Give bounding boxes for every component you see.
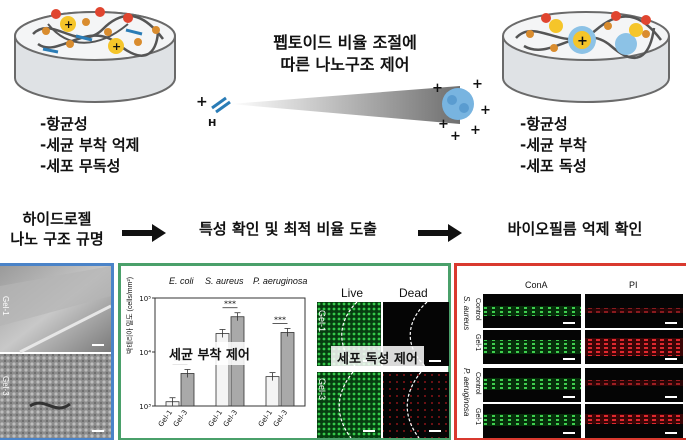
svg-text:+: + [438, 117, 449, 132]
legend-ecoli: E. coli [169, 276, 194, 286]
x-tick-label: Gel-1 [257, 409, 274, 429]
biofilm-group-saureus: S. aureus [462, 296, 471, 331]
sem-label-top: Gel-1 [1, 296, 10, 316]
biofilm-row-3: Control [474, 372, 481, 395]
live-dead-row2: Gel-3 [317, 378, 327, 401]
left-prop-3: -세포 무독성 [40, 157, 121, 175]
biofilm-group-paeruginosa: P. aeruginosa [462, 368, 471, 417]
chart-ylabel: 박테리아 밀도 (cells/mm²) [127, 276, 134, 354]
step1-label: 하이드로젤 나노 구조 규명 [0, 209, 120, 249]
svg-text:H: H [208, 118, 216, 129]
bar [265, 376, 280, 407]
right-prop-1: -항균성 [520, 115, 568, 133]
svg-text:+: + [432, 81, 443, 96]
bar [180, 373, 195, 407]
significance-label: *** [274, 315, 286, 324]
y-tick-label: 10⁴ [139, 349, 151, 357]
step1-line1: 하이드로젤 [22, 210, 92, 228]
right-prop-2: -세균 부착 [520, 136, 587, 154]
svg-text:+: + [480, 103, 490, 118]
y-tick-label: 10³ [139, 403, 151, 411]
live-dead-row1: Gel-1 [317, 310, 327, 333]
hydrogel-dish-left: + + [14, 7, 176, 103]
right-properties: -항균성 -세균 부착 -세포 독성 [520, 114, 587, 177]
biofilm-panel: ConA PI S. aur [454, 263, 686, 440]
biofilm-images [483, 294, 683, 438]
svg-text:+: + [64, 18, 73, 31]
sem-images [0, 266, 111, 438]
center-title-line2: 따른 나노구조 제어 [280, 55, 410, 74]
svg-text:+: + [472, 78, 483, 92]
dead-header: Dead [399, 286, 428, 300]
step2-label: 특성 확인 및 최적 비율 도출 [199, 220, 377, 238]
cytotoxicity-control-label: 세포 독성 제어 [331, 346, 424, 369]
arrow-icon [418, 224, 462, 242]
biofilm-col-cona: ConA [525, 280, 548, 290]
sem-panel: Gel-1 Gel-3 [0, 263, 114, 440]
live-dead-images [317, 302, 449, 438]
transition-wedge: + H ++++++ [196, 78, 490, 144]
hydrogel-dish-right: + [502, 11, 670, 103]
biofilm-col-pi: PI [629, 280, 638, 290]
left-prop-2: -세균 부착 억제 [40, 136, 140, 154]
right-prop-3: -세포 독성 [520, 157, 587, 175]
characterization-panel: E. coli S. aureus P. aeruginosa 10⁵ 10⁴ 10… [118, 263, 451, 440]
significance-label: *** [224, 300, 236, 309]
adhesion-control-label: 세균 부착 제어 [163, 342, 256, 365]
biofilm-row-1: Control [474, 298, 481, 321]
x-tick-label: Gel-3 [272, 409, 289, 429]
bar [280, 332, 295, 407]
svg-text:+: + [450, 129, 461, 144]
step1-line2: 나노 구조 규명 [10, 230, 104, 248]
legend-saureus: S. aureus [205, 276, 244, 286]
svg-text:+: + [112, 40, 121, 53]
biofilm-row-2: Gel-1 [474, 334, 481, 352]
left-properties: -항균성 -세균 부착 억제 -세포 무독성 [40, 114, 139, 177]
legend-paeruginosa: P. aeruginosa [253, 276, 308, 286]
y-tick-label: 10⁵ [139, 295, 151, 303]
left-prop-1: -항균성 [40, 115, 88, 133]
biofilm-row-4: Gel-1 [474, 408, 481, 426]
center-title-line1: 펩토이드 비율 조절에 [273, 33, 417, 52]
live-header: Live [341, 286, 364, 300]
center-title: 펩토이드 비율 조절에 따른 나노구조 제어 [240, 32, 450, 76]
svg-text:+: + [577, 34, 588, 49]
svg-text:+: + [470, 123, 481, 138]
x-tick-label: Gel-1 [207, 409, 224, 429]
sem-label-bottom: Gel-3 [1, 376, 10, 396]
x-tick-label: Gel-3 [172, 409, 189, 429]
x-tick-label: Gel-3 [222, 409, 239, 429]
x-tick-label: Gel-1 [157, 409, 174, 429]
svg-text:+: + [196, 94, 208, 110]
arrow-icon [122, 224, 166, 242]
step3-label: 바이오필름 억제 확인 [507, 220, 643, 238]
